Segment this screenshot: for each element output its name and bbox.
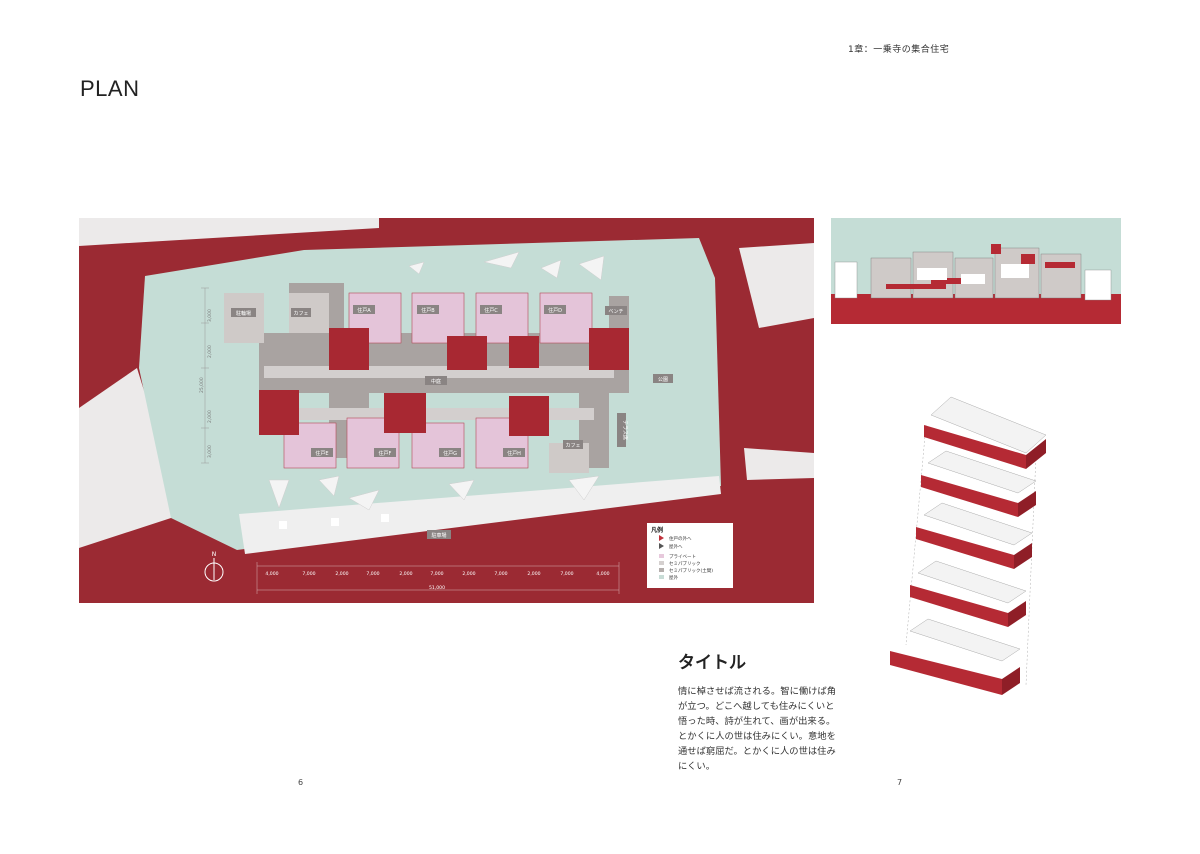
label-unit-h: 住戸H (507, 450, 521, 457)
legend-arrow-label: 住戸の外へ (669, 535, 692, 542)
parking-strip (239, 476, 721, 554)
label-unit-b: 住戸B (421, 307, 435, 314)
pavilions (268, 251, 605, 511)
vertical-dimension-lines (201, 287, 209, 464)
legend-swatch-doma (659, 568, 664, 572)
label-parking: 駐車場 (431, 532, 446, 539)
dim-horizontal: 7,000 (494, 571, 507, 577)
neighbor-right-mid (744, 448, 814, 480)
neighbor-right-top (739, 243, 814, 328)
neighbor-left (79, 368, 171, 548)
text-block-title: タイトル (678, 653, 746, 673)
neighbor-top (79, 218, 379, 246)
legend-arrow-label: 屋外へ (669, 543, 683, 550)
dim-horizontal: 2,000 (399, 571, 412, 577)
dim-vertical: 2,000 (207, 345, 213, 358)
dim-horizontal: 7,000 (560, 571, 573, 577)
dim-horizontal: 7,000 (366, 571, 379, 577)
label-unit-f: 住戸F (379, 450, 392, 457)
label-cafe: カフェ (293, 311, 308, 317)
label-bench: ベンチ (608, 309, 623, 315)
exploded-axonometric-drawing (890, 396, 1046, 695)
legend: 凡例 住戸の外へ 屋外へ プライベート セミパブリック セミパブリック(土間) … (647, 523, 733, 588)
legend-swatch-label: セミパブリック(土間) (669, 567, 713, 574)
horizontal-dimension-labels: 4,000 7,000 2,000 7,000 2,000 7,000 2,00… (265, 571, 609, 591)
label-unit-c: 住戸C (484, 307, 498, 314)
page-number-right: 7 (897, 778, 903, 787)
legend-swatch-label: 屋外 (669, 574, 678, 581)
red-blocks (259, 328, 629, 436)
legend-swatch-outdoor (659, 575, 664, 579)
dim-horizontal: 7,000 (302, 571, 315, 577)
label-terrace: テラス席 (622, 420, 629, 440)
label-unit-g: 住戸G (443, 450, 457, 457)
label-unit-e: 住戸E (315, 450, 328, 457)
page-number-left: 6 (298, 778, 304, 787)
legend-swatch-label: プライベート (669, 554, 696, 560)
legend-arrow-dark-icon (659, 543, 664, 549)
legend-arrow-red-icon (659, 535, 664, 541)
dim-vertical: 25,000 (199, 377, 205, 393)
north-label: N (212, 551, 217, 558)
text-block-body: 情に棹させば流される。智に働けば角が立つ。どこへ越しても住みにくいと悟った時、詩… (678, 686, 837, 772)
label-unit-a: 住戸A (357, 307, 371, 314)
dim-horizontal: 2,000 (462, 571, 475, 577)
legend-swatch-semipublic (659, 561, 664, 565)
label-cafe-2: カフェ (565, 443, 580, 449)
units-top (348, 292, 593, 344)
dim-vertical: 3,000 (207, 309, 213, 322)
page-title: PLAN (80, 76, 140, 101)
north-arrow-icon: N (204, 551, 224, 582)
room-labels: 駐輪場 カフェ 住戸A 住戸B 住戸C 住戸D ベンチ 住戸E 住戸F 住戸G … (231, 305, 673, 539)
horizontal-dimension-lines (256, 562, 620, 594)
dim-horizontal: 4,000 (596, 571, 609, 577)
dim-total: 51,000 (429, 585, 445, 591)
legend-swatch-private (659, 554, 664, 558)
section-drawing (831, 218, 1121, 324)
site-plan-drawing: 3,000 2,000 25,000 2,000 3,000 (79, 218, 814, 603)
chapter-header: 1章：一乗寺の集合住宅 (848, 45, 950, 55)
parking-columns (279, 514, 389, 529)
legend-swatch-label: セミパブリック (669, 560, 701, 567)
dim-vertical: 2,000 (207, 410, 213, 423)
dim-horizontal: 2,000 (527, 571, 540, 577)
dim-horizontal: 2,000 (335, 571, 348, 577)
label-courtyard: 中庭 (431, 378, 441, 385)
dim-horizontal: 7,000 (430, 571, 443, 577)
legend-title: 凡例 (650, 526, 663, 534)
label-unit-d: 住戸D (548, 307, 562, 314)
label-park: 公園 (658, 377, 668, 383)
dim-horizontal: 4,000 (265, 571, 278, 577)
dim-vertical: 3,000 (207, 445, 213, 458)
label-bicycle-parking: 駐輪場 (236, 310, 251, 317)
